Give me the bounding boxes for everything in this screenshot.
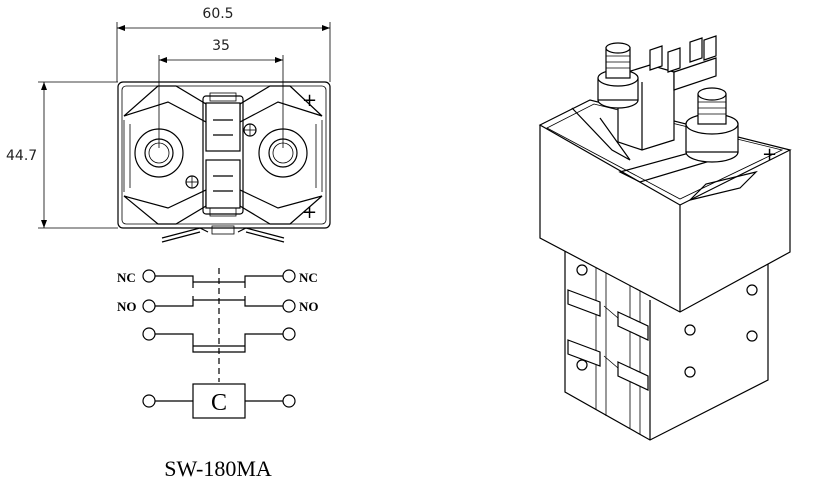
iso-plus-marker: + [762,144,777,165]
dimension-spacing-label: 35 [212,38,230,54]
model-title: SW-180MA [164,456,272,481]
plus-marker-top: + [302,90,317,111]
dimension-overall-width: 60.5 [116,6,331,82]
screw-icon [243,123,257,137]
no-right-label: NO [299,299,319,314]
nc-left-label: NC [117,270,136,285]
dimension-height-label: 44.7 [6,148,37,164]
terminal-stud-right [258,128,308,178]
contactor-top-view: + + [117,81,331,243]
contactor-isometric-view: + [538,35,792,441]
coil-label: C [211,390,227,416]
no-left-label: NO [117,299,137,314]
terminal-stud-left [134,128,184,178]
nc-right-label: NC [299,270,318,285]
screw-icon [185,175,199,189]
dimension-width-label: 60.5 [202,6,233,22]
iso-terminal-stud-right [685,87,739,163]
aux-connector-block [202,92,244,217]
dimension-terminal-spacing: 35 [158,38,284,148]
plus-marker-bottom: + [302,202,317,223]
dimension-height: 44.7 [6,81,118,229]
iso-terminal-stud-left [597,42,639,109]
contact-schematic: NC NC NO NO C [117,268,319,419]
